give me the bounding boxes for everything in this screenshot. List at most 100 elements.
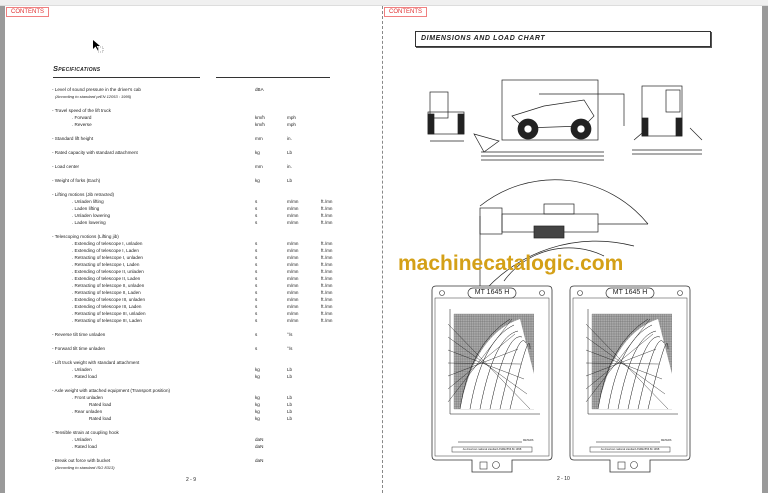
spec-unit: m/mn: [287, 276, 299, 281]
spec-unit: Lb: [287, 402, 293, 407]
spacer: [52, 352, 372, 359]
spacer: [52, 324, 372, 331]
spec-unit: m/mn: [287, 213, 299, 218]
contents-link[interactable]: CONTENTS: [6, 7, 49, 17]
spec-unit: Lb: [287, 409, 293, 414]
page-title: DIMENSIONS AND LOAD CHART: [415, 31, 711, 47]
front-view-drawing: [427, 91, 465, 142]
spec-unit: °/s: [287, 346, 293, 351]
load-chart-plate: MT 1645 H METERS As American national st…: [430, 284, 554, 474]
spacer: [52, 184, 372, 191]
load-chart-model: MT 1645 H: [474, 289, 510, 296]
spec-row: . Reverse km/h mph: [52, 121, 372, 128]
spec-unit: s: [255, 304, 258, 309]
spec-label: . Extending of telescope II, unladen: [72, 269, 144, 274]
spec-unit: in.: [287, 136, 292, 141]
spec-label: . Extending of telescope I, unladen: [72, 241, 143, 246]
spec-unit: s: [255, 283, 258, 288]
spec-unit: ft./mn: [321, 248, 333, 253]
spec-unit: ft./mn: [321, 311, 333, 316]
dimension-drawings: [427, 79, 703, 297]
spec-unit: daN: [255, 458, 264, 463]
spec-unit: m/mn: [287, 255, 299, 260]
spec-label: - Weight of forks (Each): [52, 178, 101, 183]
spec-label: - Lifting motions (Jib retracted): [52, 192, 115, 197]
spec-unit: ft./mn: [321, 199, 333, 204]
spec-unit: s: [255, 255, 258, 260]
spec-label: . Extending of telescope III, Laden: [72, 304, 142, 309]
spec-unit: ft./mn: [321, 255, 333, 260]
divider: [216, 77, 330, 78]
spec-unit: kg: [255, 416, 260, 421]
side-view-drawing: [473, 79, 625, 161]
spec-unit: s: [255, 199, 258, 204]
spec-label: - Level of sound pressure in the driver'…: [52, 87, 141, 92]
spec-label: . Laden lifting: [72, 206, 100, 211]
spec-unit: dBA: [255, 87, 264, 92]
spec-row: - Lifting motions (Jib retracted): [52, 191, 372, 198]
watermark: machinecatalogic.com: [398, 252, 624, 275]
spec-label: . Forward: [72, 115, 92, 120]
spec-unit: s: [255, 290, 258, 295]
spec-label: - Load center: [52, 164, 80, 169]
spec-unit: s: [255, 297, 258, 302]
spacer: [52, 422, 372, 429]
spec-unit: kg: [255, 409, 260, 414]
spec-label: - Standard lift height: [52, 136, 94, 141]
spec-unit: s: [255, 346, 258, 351]
spec-label: - Rated capacity with standard attachmen…: [52, 150, 138, 155]
contents-link[interactable]: CONTENTS: [384, 7, 427, 17]
spec-label: . Unladen lifting: [72, 199, 104, 204]
spec-unit: mm: [255, 136, 263, 141]
spec-row: - Rated capacity with standard attachmen…: [52, 149, 372, 156]
spec-unit: m/mn: [287, 297, 299, 302]
spec-label: - Travel speed of the lift truck: [52, 108, 111, 113]
spacer: [52, 128, 372, 135]
spec-label: . Retracting of telescope I, Laden: [72, 262, 140, 267]
spec-unit: kg: [255, 402, 260, 407]
spec-unit: ft./mn: [321, 304, 333, 309]
axis-unit: METERS: [661, 439, 672, 442]
viewer-scrollbar[interactable]: [762, 6, 768, 493]
spec-unit: ft./mn: [321, 241, 333, 246]
spacer: [52, 450, 372, 457]
turning-radius-drawing: [479, 179, 649, 297]
spec-label: . Retracting of telescope II, unladen: [72, 283, 145, 288]
spec-unit: ft./mn: [321, 276, 333, 281]
spec-unit: s: [255, 206, 258, 211]
spec-unit: ft./mn: [321, 262, 333, 267]
spec-row: - Travel speed of the lift truck: [52, 107, 372, 114]
spec-label: . Retracting of telescope III, unladen: [72, 311, 146, 316]
spec-row: (According to standard prEN 12053 : 1995…: [52, 93, 372, 100]
viewer-gutter-left: [0, 6, 5, 493]
spec-unit: ft./mn: [321, 297, 333, 302]
spec-row: - Tensible strain at coupling hook: [52, 429, 372, 436]
spec-label: . Reverse: [72, 122, 92, 127]
spec-unit: km/h: [255, 122, 265, 127]
spec-row: - Telescoping motions (Lifting jib): [52, 233, 372, 240]
spec-unit: s: [255, 311, 258, 316]
spacer: [52, 156, 372, 163]
rear-view-drawing: [632, 85, 703, 155]
spec-unit: Lb: [287, 395, 293, 400]
spec-label: . Unladen: [72, 367, 92, 372]
spec-unit: °/s: [287, 332, 293, 337]
spec-unit: mph: [287, 122, 296, 127]
